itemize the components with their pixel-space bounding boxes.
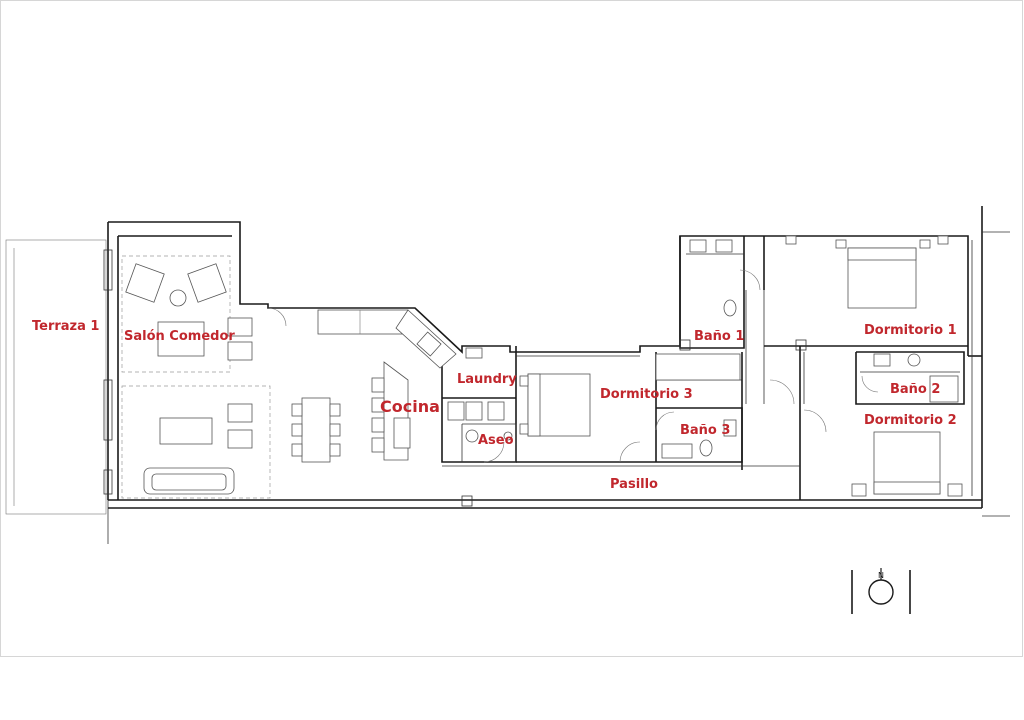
laundry-fixtures — [447, 401, 513, 443]
windows-left — [103, 249, 113, 495]
page-frame — [0, 0, 1023, 657]
north-letter: N — [878, 571, 884, 580]
living-furniture — [121, 255, 271, 499]
columns — [461, 339, 807, 507]
label-aseo: Aseo — [478, 433, 514, 448]
label-bano-2: Baño 2 — [890, 382, 940, 397]
bath1-fixtures — [689, 239, 737, 317]
kitchen-units — [317, 309, 483, 461]
label-dormitorio-1: Dormitorio 1 — [864, 323, 957, 338]
label-dormitorio-2: Dormitorio 2 — [864, 413, 957, 428]
label-pasillo: Pasillo — [610, 477, 658, 492]
label-laundry: Laundry — [457, 372, 517, 387]
label-bano-3: Baño 3 — [680, 423, 730, 438]
label-salon-comedor: Salón Comedor — [124, 329, 235, 344]
label-terraza: Terraza 1 — [32, 319, 99, 334]
bedroom1-furniture — [785, 235, 949, 309]
interior-walls — [441, 236, 968, 500]
dining-table — [291, 397, 341, 463]
label-dormitorio-3: Dormitorio 3 — [600, 387, 693, 402]
label-cocina: Cocina — [380, 397, 440, 416]
bedroom2-furniture — [851, 431, 963, 497]
label-bano-1: Baño 1 — [694, 329, 744, 344]
terrace-area — [5, 228, 109, 544]
bedroom3-furniture — [519, 353, 741, 437]
doors — [267, 269, 879, 463]
bath2-fixtures — [873, 353, 959, 403]
bath3-fixtures — [661, 419, 737, 459]
north-arrow-icon: N — [851, 568, 911, 614]
